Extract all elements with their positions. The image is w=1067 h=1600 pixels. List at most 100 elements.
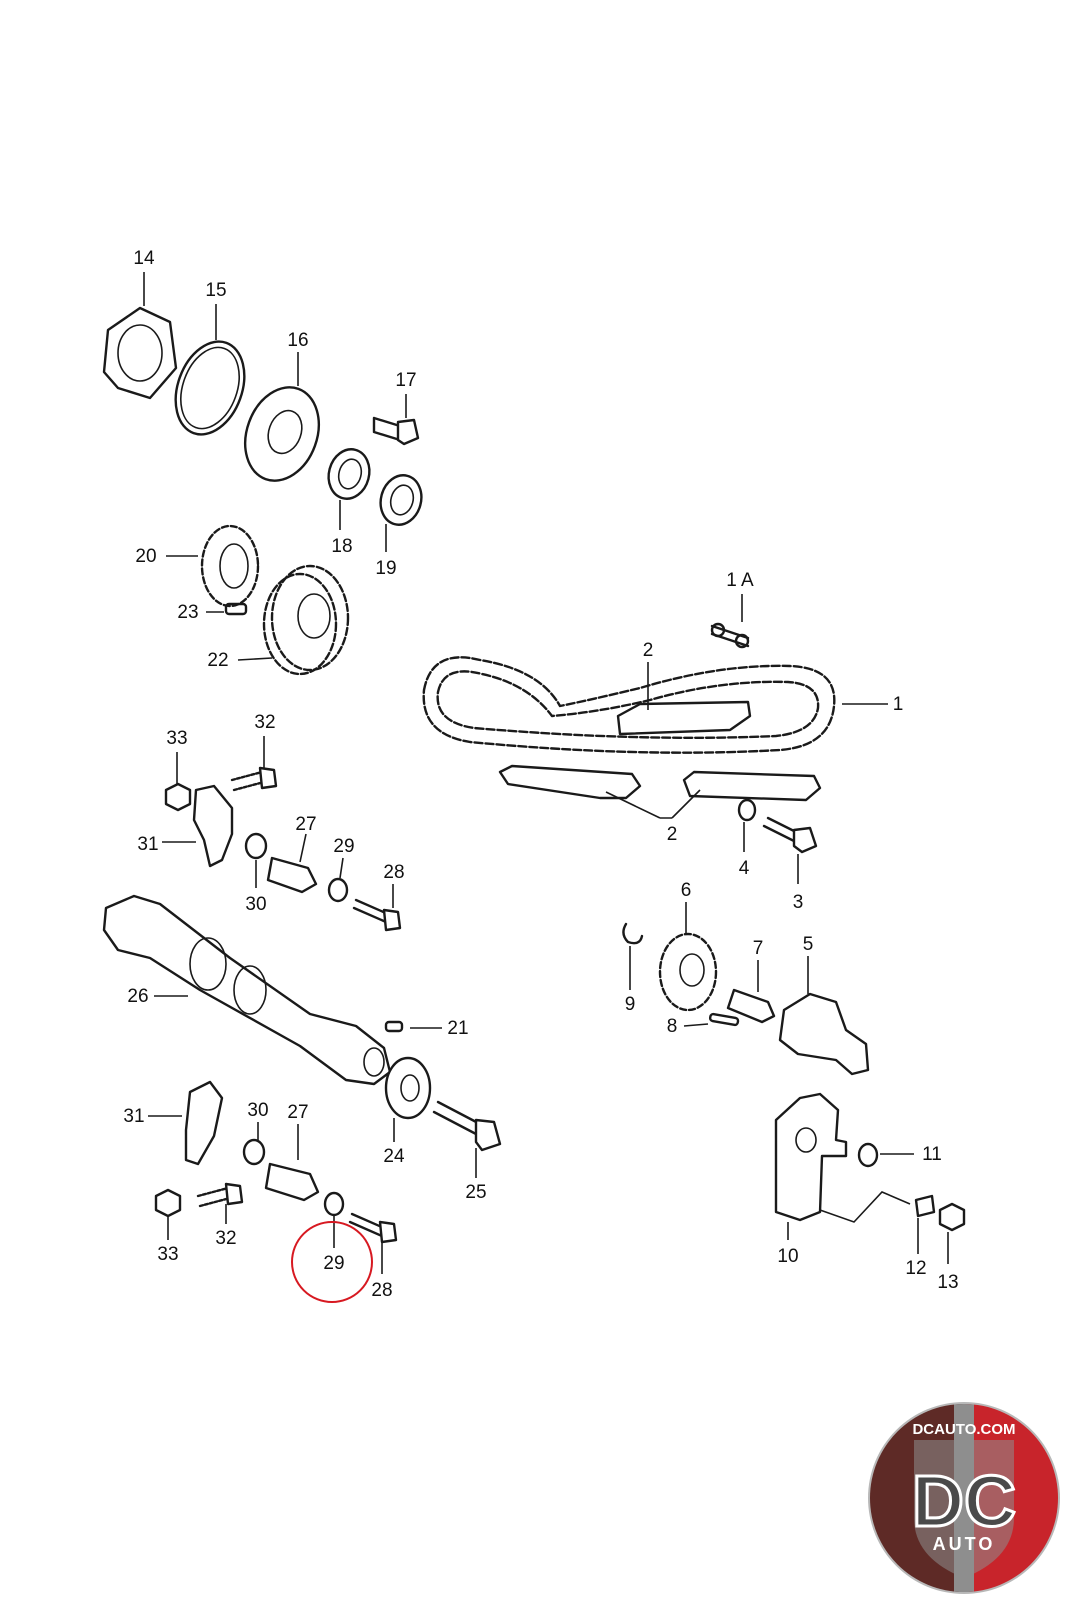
part-washer-29-upper	[327, 877, 349, 903]
callout-2-lower: 2	[667, 824, 678, 845]
callout-1: 1	[893, 694, 904, 715]
logo-domain-text: DCAUTO.COM	[912, 1421, 1015, 1438]
callout-12: 12	[905, 1258, 926, 1279]
part-guide-rail-upper	[616, 700, 752, 736]
part-small-sprocket-bore	[219, 543, 249, 589]
part-key-23	[224, 602, 248, 616]
part-bolt-28-upper-head	[382, 908, 402, 932]
part-chain-link-pin-b	[734, 633, 750, 649]
callout-26: 26	[127, 986, 148, 1007]
part-o-ring-inner	[180, 346, 240, 430]
part-roll-pin-8	[708, 1012, 740, 1027]
part-camshaft-end	[363, 1047, 385, 1077]
part-flange	[244, 386, 320, 482]
callout-8: 8	[667, 1016, 678, 1037]
part-pin-7	[726, 988, 776, 1024]
callout-28-lower: 28	[371, 1280, 392, 1301]
callout-10: 10	[777, 1246, 798, 1267]
part-idler-sprocket-bore	[679, 953, 705, 987]
part-nut-33	[164, 782, 192, 812]
part-bushing-30-lower	[242, 1138, 266, 1166]
callout-22: 22	[207, 650, 228, 671]
callout-9: 9	[625, 994, 636, 1015]
part-double-sprocket-bore	[297, 593, 331, 639]
part-bolt-17-head	[396, 418, 420, 446]
callout-13: 13	[937, 1272, 958, 1293]
part-shaft-27-lower	[264, 1162, 320, 1202]
part-adjusting-screw-32	[230, 770, 266, 792]
part-cover-plate	[102, 306, 178, 400]
part-bolt-28-lower	[348, 1212, 386, 1238]
part-double-sprocket-rear	[262, 572, 338, 676]
part-washer-29-lower	[323, 1191, 345, 1217]
callout-7: 7	[753, 938, 764, 959]
part-washer-4	[737, 798, 757, 822]
part-double-sprocket	[270, 564, 350, 672]
leader-27-upper	[299, 833, 307, 863]
callout-11: 11	[922, 1144, 942, 1165]
callout-27-lower: 27	[287, 1102, 308, 1123]
part-bolt-17	[372, 416, 402, 442]
leader-8	[683, 1023, 709, 1027]
part-timing-chain	[422, 656, 836, 754]
callout-19: 19	[375, 558, 396, 579]
part-washer-19-hole	[389, 484, 415, 516]
part-tensioner-line	[819, 1191, 911, 1223]
part-bolt-25	[432, 1100, 482, 1136]
callout-25: 25	[465, 1182, 486, 1203]
part-shapes	[102, 306, 966, 1244]
callout-29-lower: 29	[323, 1253, 344, 1274]
part-nut-33-lower	[154, 1188, 182, 1218]
callout-1a: 1 A	[726, 570, 754, 591]
callout-14: 14	[133, 248, 155, 269]
callout-30-upper: 30	[245, 894, 266, 915]
leader-29-upper	[339, 857, 344, 879]
part-guide-rail-right	[682, 770, 822, 802]
callout-31-upper: 31	[137, 834, 158, 855]
part-tensioner-bracket	[778, 992, 870, 1076]
leader-2-lower	[605, 789, 701, 819]
part-bolt-28-lower-head	[378, 1220, 398, 1244]
part-chain-tensioner	[774, 1092, 848, 1222]
part-circlip-9	[622, 922, 644, 945]
callout-29-upper: 29	[333, 836, 354, 857]
part-washer-18	[327, 448, 371, 500]
part-o-ring	[174, 340, 246, 436]
highlight-circle	[291, 1221, 373, 1303]
logo-subtext: AUTO	[933, 1534, 996, 1554]
part-adjusting-screw-32-lower	[196, 1186, 232, 1208]
dcauto-logo: DCAUTO.COM DC AUTO	[868, 1402, 1060, 1594]
callout-23: 23	[177, 602, 198, 623]
part-key-21	[384, 1020, 404, 1033]
callout-4: 4	[739, 858, 750, 879]
part-cover-plate-hole	[117, 324, 163, 382]
part-bushing-30-upper	[244, 832, 268, 860]
part-flange-hub	[267, 409, 303, 455]
part-camshaft-lobe-2	[233, 965, 267, 1015]
callout-32-upper: 32	[254, 712, 275, 733]
part-bolt-3-head	[792, 826, 818, 854]
part-bolt-28-upper	[352, 898, 390, 924]
logo-emblem: DCAUTO.COM DC AUTO	[870, 1404, 1058, 1592]
leader-22	[237, 657, 273, 661]
callout-28-upper: 28	[383, 862, 404, 883]
callout-24: 24	[383, 1146, 405, 1167]
part-lock-washer-12	[914, 1194, 936, 1218]
part-thrust-washer-24	[384, 1056, 432, 1120]
callout-16: 16	[287, 330, 308, 351]
callout-18: 18	[331, 536, 352, 557]
callout-32-lower: 32	[215, 1228, 236, 1249]
callout-15: 15	[205, 280, 226, 301]
callout-17: 17	[395, 370, 416, 391]
part-camshaft-lobe-1	[189, 937, 227, 991]
callout-3: 3	[793, 892, 804, 913]
callout-31-lower: 31	[123, 1106, 144, 1127]
callout-5: 5	[803, 934, 814, 955]
part-rocker-arm-upper	[192, 784, 234, 868]
part-shaft-27-upper	[266, 856, 318, 894]
part-washer-19	[379, 474, 423, 526]
callout-27-upper: 27	[295, 814, 316, 835]
part-nut-13	[938, 1202, 966, 1232]
